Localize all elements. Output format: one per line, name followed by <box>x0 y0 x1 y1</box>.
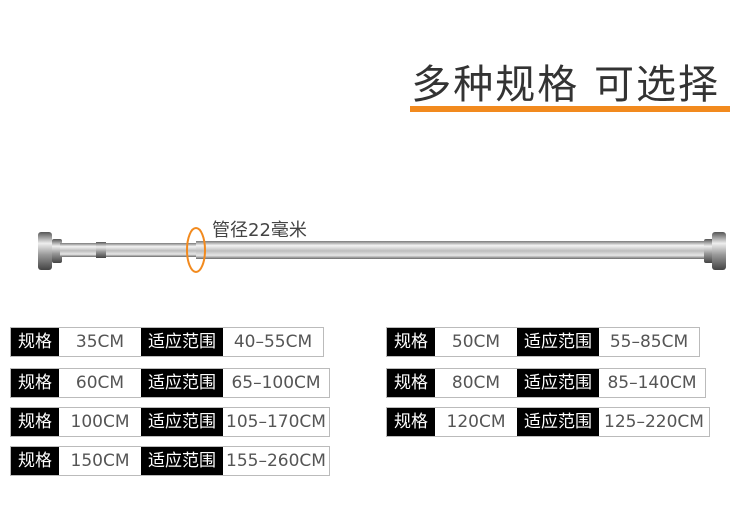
spec-key-label: 规格 <box>11 447 59 475</box>
spec-range: 55–85CM <box>609 332 689 352</box>
spec-key-label: 规格 <box>387 408 435 436</box>
spec-size: 50CM <box>451 332 501 352</box>
spec-size: 60CM <box>75 373 125 393</box>
title-underline <box>410 106 730 112</box>
spec-range-label: 适应范围 <box>141 328 223 356</box>
spec-key-label: 规格 <box>11 408 59 436</box>
spec-range-label: 适应范围 <box>517 369 599 397</box>
spec-range: 85–140CM <box>607 373 697 393</box>
spec-range-label: 适应范围 <box>517 328 599 356</box>
spec-key-label: 规格 <box>11 369 59 397</box>
spec-key-label: 规格 <box>387 328 435 356</box>
spec-table: 规格 100CM 适应范围 105–170CM <box>10 407 330 437</box>
spec-size: 80CM <box>451 373 501 393</box>
spec-range: 125–220CM <box>604 412 704 432</box>
spec-range-label: 适应范围 <box>141 369 223 397</box>
left-end-cap <box>38 232 52 270</box>
tension-rod-illustration: 管径22毫米 <box>36 220 730 292</box>
spec-key-label: 规格 <box>387 369 435 397</box>
spec-range: 155–260CM <box>226 451 326 471</box>
spec-size: 150CM <box>70 451 130 471</box>
spec-range: 40–55CM <box>233 332 313 352</box>
spec-table: 规格 80CM 适应范围 85–140CM <box>386 368 706 398</box>
outer-tube <box>196 241 706 259</box>
inner-tube <box>60 243 200 257</box>
rod-graphic <box>38 227 726 273</box>
spec-table: 规格 60CM 适应范围 65–100CM <box>10 368 330 398</box>
spec-size: 100CM <box>70 412 130 432</box>
spec-key-label: 规格 <box>11 328 59 356</box>
spec-range-label: 适应范围 <box>141 447 223 475</box>
right-end-cap <box>712 232 726 270</box>
spec-range: 105–170CM <box>226 412 326 432</box>
rod-diameter-label: 管径22毫米 <box>212 220 307 241</box>
spec-size: 35CM <box>75 332 125 352</box>
spec-table: 规格 120CM 适应范围 125–220CM <box>386 407 710 437</box>
spec-size: 120CM <box>446 412 506 432</box>
spec-range-label: 适应范围 <box>141 408 223 436</box>
diameter-ring-icon <box>186 227 206 273</box>
spec-range: 65–100CM <box>231 373 321 393</box>
page-title: 多种规格 可选择 <box>411 62 720 108</box>
spec-table: 规格 35CM 适应范围 40–55CM <box>10 327 324 357</box>
spec-table: 规格 50CM 适应范围 55–85CM <box>386 327 700 357</box>
spec-table: 规格 150CM 适应范围 155–260CM <box>10 446 330 476</box>
spec-range-label: 适应范围 <box>517 408 599 436</box>
